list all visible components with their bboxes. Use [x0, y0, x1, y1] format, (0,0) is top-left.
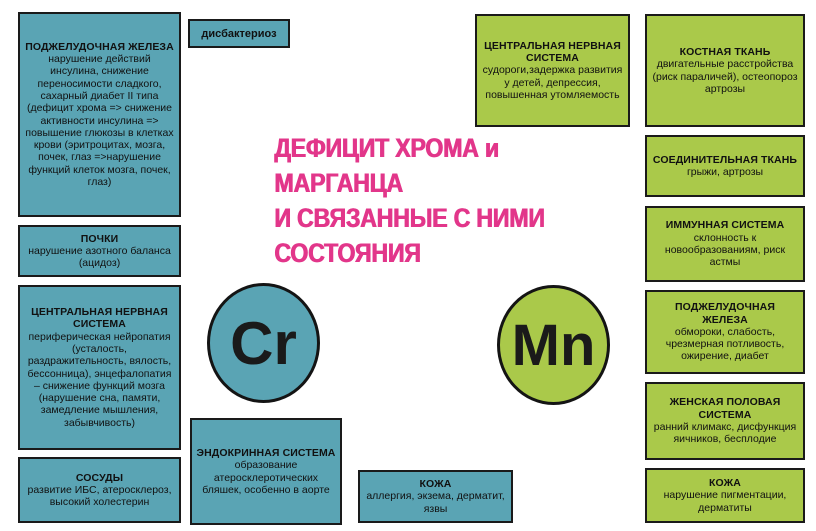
- element-symbol-cr: Cr: [230, 309, 297, 377]
- card-body: судороги,задержка развития у детей, депр…: [482, 64, 623, 101]
- element-symbol-mn: Mn: [511, 312, 596, 378]
- card-title: ИММУННАЯ СИСТЕМА: [665, 219, 785, 232]
- card-kidneys: ПОЧКИ нарушение азотного баланса (ацидоз…: [18, 225, 181, 277]
- card-title: ПОДЖЕЛУДОЧНАЯ ЖЕЛЕЗА: [675, 301, 775, 326]
- chip-label: дисбактериоз: [201, 27, 277, 40]
- card-bone-tissue: КОСТНАЯ ТКАНЬ двигательные расстройства …: [645, 14, 805, 127]
- card-cns-manganese: ЦЕНТРАЛЬНАЯ НЕРВНАЯ СИСТЕМА судороги,зад…: [475, 14, 630, 127]
- card-title: ПОДЖЕЛУДОЧНАЯ ЖЕЛЕЗА: [25, 40, 174, 53]
- card-vessels: СОСУДЫ развитие ИБС, атеросклероз, высок…: [18, 457, 181, 523]
- card-body: развитие ИБС, атеросклероз, высокий холе…: [27, 483, 172, 509]
- card-female-reproductive-system: ЖЕНСКАЯ ПОЛОВАЯ СИСТЕМА ранний климакс, …: [645, 382, 805, 460]
- card-title: КОСТНАЯ ТКАНЬ: [679, 45, 771, 58]
- card-body: грыжи, артрозы: [686, 166, 764, 178]
- card-connective-tissue: СОЕДИНИТЕЛЬНАЯ ТКАНЬ грыжи, артрозы: [645, 135, 805, 197]
- card-body: образование атеросклеротических бляшек, …: [202, 459, 330, 496]
- card-body: обмороки, слабость, чрезмерная потливост…: [665, 325, 785, 363]
- card-pancreas-manganese: ПОДЖЕЛУДОЧНАЯ ЖЕЛЕЗА обмороки, слабость,…: [645, 290, 805, 374]
- card-body: нарушение азотного баланса (ацидоз): [28, 244, 171, 270]
- card-body: аллергия, экзема, дерматит, язвы: [366, 490, 505, 515]
- card-body: нарушение пигментации, дерматиты: [663, 489, 787, 514]
- chip-dysbacteriosis: дисбактериоз: [188, 19, 290, 48]
- card-body: периферическая нейропатия (усталость, ра…: [27, 330, 172, 429]
- card-title: ЖЕНСКАЯ ПОЛОВАЯ СИСТЕМА: [669, 396, 781, 421]
- card-cns-chromium: ЦЕНТРАЛЬНАЯ НЕРВНАЯ СИСТЕМА периферическ…: [18, 285, 181, 450]
- card-title: ЭНДОКРИННАЯ СИСТЕМА: [196, 446, 336, 459]
- card-endocrine-system: ЭНДОКРИННАЯ СИСТЕМА образование атероскл…: [190, 418, 342, 525]
- card-title: ЦЕНТРАЛЬНАЯ НЕРВНАЯ СИСТЕМА: [31, 306, 168, 331]
- element-circle-chromium: Cr: [207, 283, 320, 403]
- card-title: ЦЕНТРАЛЬНАЯ НЕРВНАЯ СИСТЕМА: [484, 39, 621, 65]
- card-pancreas-chromium: ПОДЖЕЛУДОЧНАЯ ЖЕЛЕЗА нарушение действий …: [18, 12, 181, 217]
- card-skin-manganese: КОЖА нарушение пигментации, дерматиты: [645, 468, 805, 523]
- card-body: склонность к новообразованиям, риск астм…: [664, 231, 786, 269]
- page-title: ДЕФИЦИТ ХРОМА и МАРГАНЦА И СВЯЗАННЫЕ С Н…: [274, 133, 545, 269]
- card-body: нарушение действий инсулина, снижение пе…: [25, 53, 174, 188]
- card-title: КОЖА: [419, 478, 452, 491]
- card-body: двигательные расстройства (риск параличе…: [652, 58, 798, 95]
- card-title: СОСУДЫ: [75, 471, 124, 484]
- card-body: ранний климакс, дисфункция яичников, бес…: [653, 421, 797, 446]
- card-title: СОЕДИНИТЕЛЬНАЯ ТКАНЬ: [652, 153, 798, 166]
- card-title: ПОЧКИ: [80, 232, 119, 245]
- card-skin-chromium: КОЖА аллергия, экзема, дерматит, язвы: [358, 470, 513, 523]
- card-title: КОЖА: [709, 477, 741, 490]
- element-circle-manganese: Mn: [497, 285, 610, 405]
- card-immune-system: ИММУННАЯ СИСТЕМА склонность к новообразо…: [645, 206, 805, 282]
